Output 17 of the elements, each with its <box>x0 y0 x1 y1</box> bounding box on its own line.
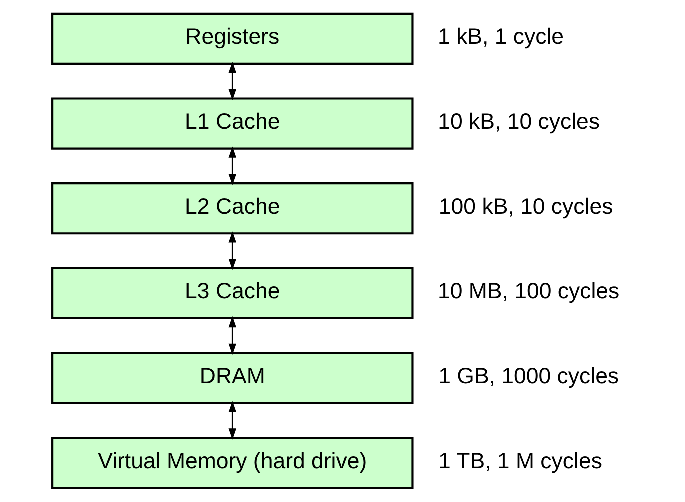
node-label: 10 kB, 10 cycles <box>438 109 600 134</box>
node-label: 10 MB, 100 cycles <box>438 278 620 304</box>
node-box: L3 Cache <box>52 267 414 320</box>
node-box: Virtual Memory (hard drive) <box>52 437 414 490</box>
arrow <box>228 62 237 101</box>
arrow <box>228 146 237 186</box>
node-label: 1 kB, 1 cycle <box>438 24 564 50</box>
node-label: 100 kB, 10 cycles <box>438 194 614 219</box>
node-box: Registers <box>52 12 414 65</box>
arrow <box>228 401 237 440</box>
node-box: L2 Cache <box>52 182 414 235</box>
arrow <box>228 232 237 270</box>
node-label: 1 TB, 1 M cycles <box>438 448 602 474</box>
node-box: DRAM <box>52 352 414 404</box>
node-box: L1 Cache <box>52 98 414 150</box>
arrow <box>228 316 237 355</box>
node-label: 1 GB, 1000 cycles <box>438 364 620 389</box>
